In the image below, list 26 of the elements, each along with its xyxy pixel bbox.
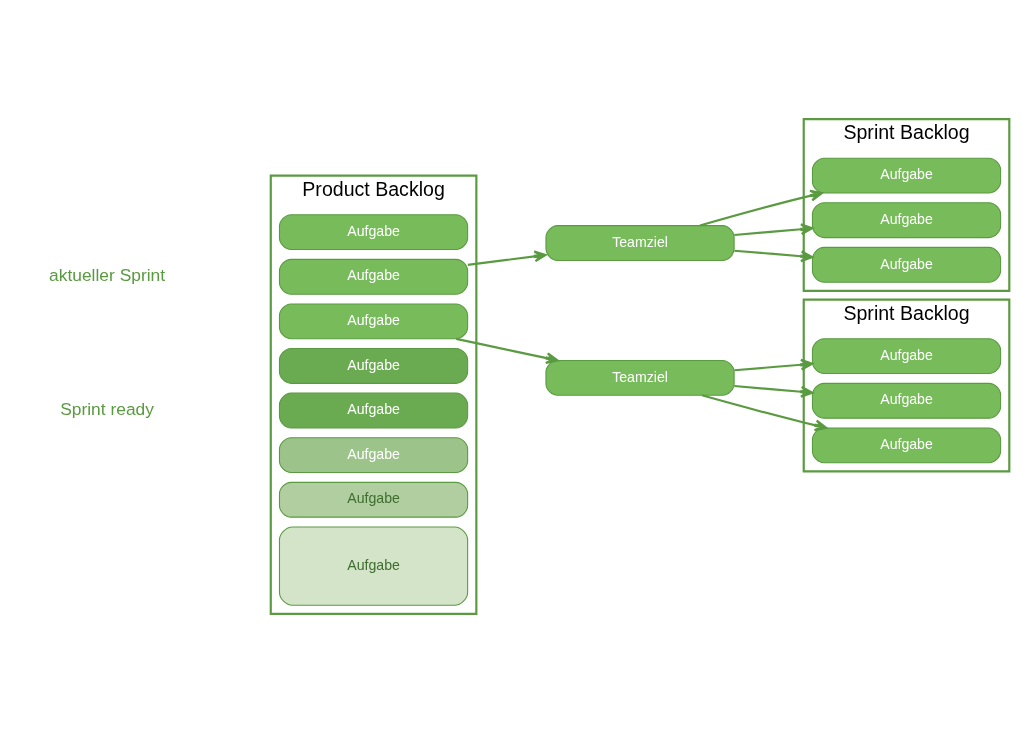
node-box: Aufgabe	[278, 348, 469, 384]
node-box: Aufgabe	[278, 258, 469, 295]
node-box: Aufgabe	[278, 481, 469, 518]
arrow	[734, 384, 814, 398]
arrow	[734, 223, 814, 237]
node-box: Aufgabe	[278, 437, 469, 474]
node-box: Aufgabe	[278, 303, 469, 340]
node-box: Aufgabe	[811, 246, 1002, 283]
node-box: Aufgabe	[811, 427, 1002, 464]
arrow	[456, 337, 559, 365]
node-box: Teamziel	[545, 225, 735, 261]
node-box: Aufgabe	[278, 526, 469, 606]
node-box: Aufgabe	[811, 382, 1002, 419]
arrow	[734, 249, 814, 263]
label: Sprint ready	[60, 398, 154, 419]
node-box: Aufgabe	[278, 214, 469, 251]
arrow	[734, 358, 814, 372]
arrow	[467, 250, 547, 266]
node-box: Aufgabe	[278, 392, 469, 429]
node-box: Aufgabe	[811, 202, 1002, 239]
label: aktueller Sprint	[49, 264, 166, 285]
node-box: Teamziel	[545, 359, 735, 396]
node-box: Aufgabe	[811, 157, 1002, 194]
arrow	[699, 189, 823, 227]
node-box: Aufgabe	[811, 338, 1002, 375]
arrow	[701, 394, 828, 432]
